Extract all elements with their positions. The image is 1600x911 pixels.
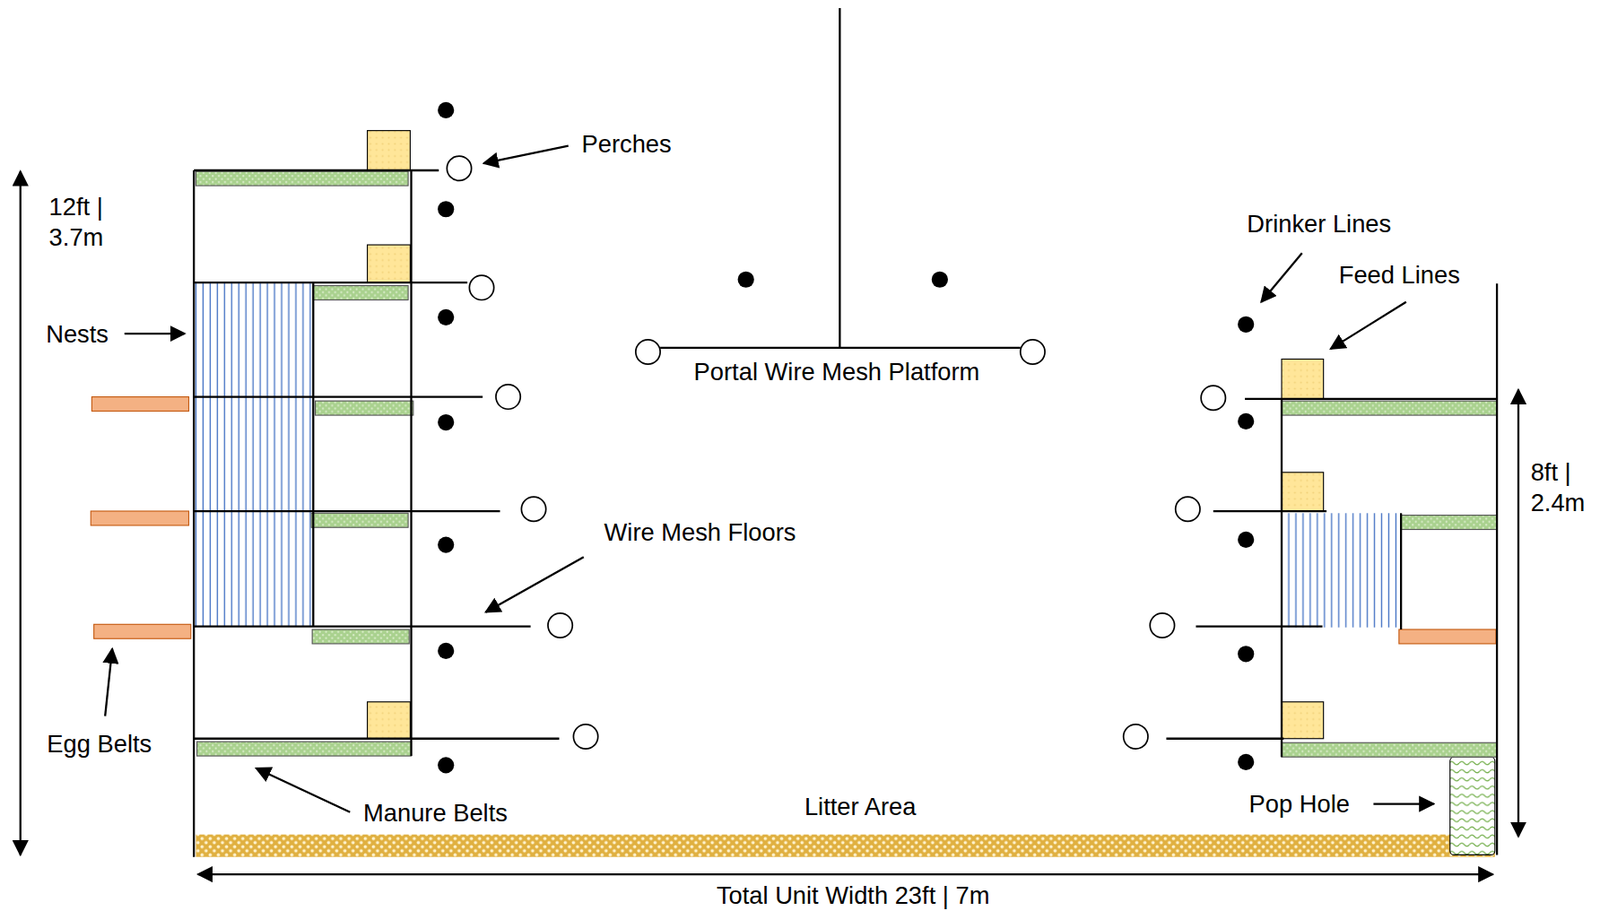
part-label: Portal Wire Mesh Platform (694, 356, 981, 388)
callout-label: Manure Belts (363, 798, 508, 829)
dimension-label: Total Unit Width 23ft | 7m (716, 880, 991, 911)
area-label: Litter Area (804, 791, 916, 823)
callout-label: Feed Lines (1339, 260, 1461, 291)
callout-label: Drinker Lines (1246, 208, 1392, 240)
callout-label: Wire Mesh Floors (604, 517, 797, 548)
callout-label: Pop Hole (1249, 788, 1350, 819)
callout-label: Perches (582, 128, 672, 159)
callout-label: Egg Belts (46, 728, 152, 759)
dimension-label: 12ft | 3.7m (49, 191, 130, 253)
dimension-label: 8ft | 2.4m (1530, 457, 1597, 519)
callout-label: Nests (45, 319, 109, 350)
